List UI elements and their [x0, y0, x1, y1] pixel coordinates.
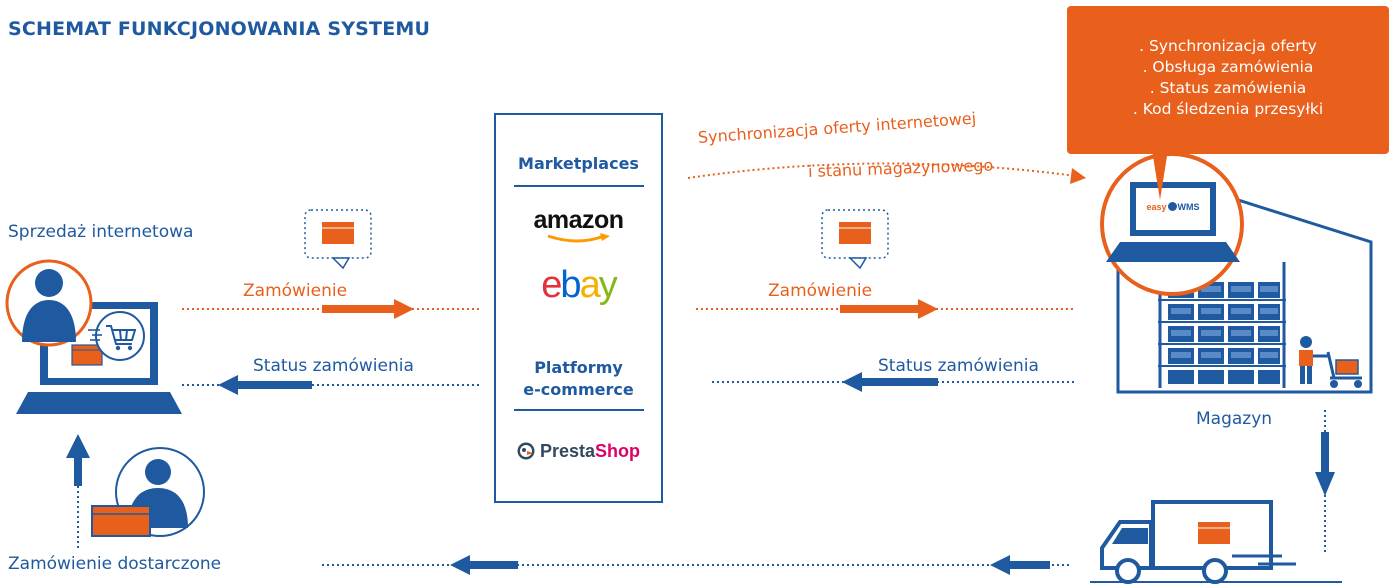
online-seller-icon: [5, 259, 182, 414]
order-bubble-left-icon: [304, 209, 372, 270]
callout-item: . Status zamówienia: [1149, 79, 1307, 97]
wms-computer-icon: [1100, 152, 1244, 296]
platforms-label-line2: e-commerce: [523, 380, 634, 399]
status-right-label: Status zamówienia: [878, 356, 1039, 376]
order-bubble-right-icon: [821, 209, 889, 270]
delivered-label: Zamówienie dostarczone: [8, 554, 222, 574]
platforms-label-line1: Platformy: [534, 358, 623, 377]
prestashop-presta: Presta: [539, 441, 596, 461]
amazon-wordmark: amazon: [533, 206, 624, 234]
callout-item: . Kod śledzenia przesyłki: [1132, 100, 1324, 118]
ebay-a: a: [579, 264, 601, 306]
received-arrow-head: [66, 434, 90, 458]
sales-channels-box: Marketplaces amazon ebay Platformy e-com…: [494, 113, 663, 503]
order-arrow-right-head: [918, 299, 938, 319]
amazon-smile-icon: [547, 233, 610, 243]
diagram-title: SCHEMAT FUNKCJONOWANIA SYSTEMU: [8, 18, 431, 40]
order-left-label: Zamówienie: [243, 281, 348, 301]
ebay-b: b: [560, 264, 581, 306]
sync-arrow-line: [687, 162, 1077, 179]
ebay-e: e: [541, 264, 562, 306]
easywms-logo: easy WMS: [1142, 201, 1204, 213]
platforms-divider: [514, 409, 644, 411]
marketplaces-divider: [514, 185, 644, 187]
warehouse-label: Magazyn: [1196, 409, 1273, 429]
status-arrow-left-head: [218, 375, 238, 395]
prestashop-logo: PrestaShop: [496, 441, 661, 462]
online-sales-label: Sprzedaż internetowa: [8, 222, 194, 242]
order-right-label: Zamówienie: [768, 281, 873, 301]
callout-tail: [1152, 150, 1168, 200]
delivery-arrow-head: [450, 555, 470, 575]
amazon-logo: amazon: [496, 207, 661, 245]
prestashop-puffin-icon: [517, 442, 535, 460]
easywms-dot-icon: [1167, 202, 1177, 211]
callout-item: . Synchronizacja oferty: [1139, 37, 1317, 55]
callout-item: . Obsługa zamówienia: [1142, 58, 1314, 76]
sync-arrow-head: [1070, 168, 1086, 184]
status-arrow-right-head: [842, 372, 862, 392]
status-left-label: Status zamówienia: [253, 356, 414, 376]
prestashop-shop: Shop: [595, 441, 641, 461]
easywms-easy: easy: [1146, 202, 1167, 212]
customer-with-package-icon: [91, 447, 205, 537]
easywms-wms: WMS: [1177, 202, 1200, 212]
ebay-logo: ebay: [496, 265, 661, 305]
ebay-y: y: [598, 264, 618, 306]
order-arrow-left-head: [394, 299, 414, 319]
marketplaces-label: Marketplaces: [518, 154, 639, 173]
truck-icon: [1090, 500, 1342, 584]
features-callout: . Synchronizacja oferty . Obsługa zamówi…: [1067, 6, 1389, 154]
shipping-arrow-head: [1315, 472, 1335, 496]
